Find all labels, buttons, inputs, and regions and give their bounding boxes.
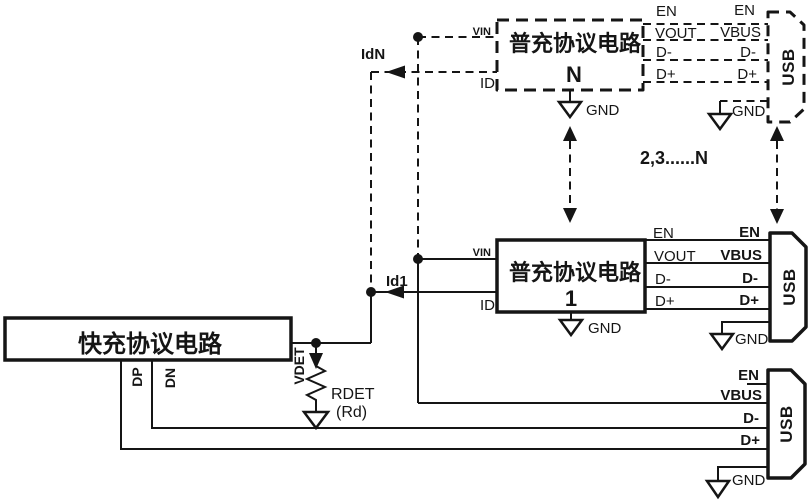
box-1-title: 普充协议电路: [509, 260, 642, 285]
current-label-id1: Id1: [386, 273, 408, 290]
rdet-name: RDET: [331, 386, 375, 403]
junction-dot-vin-1: [413, 254, 423, 264]
normal-charge-protocol-box-1: [495, 238, 647, 314]
pin-label-dminus-right-1: D-: [742, 270, 758, 287]
current-arrow-id1: [385, 285, 404, 299]
bottom-usb: USB EN VBUS D- D+ GND: [418, 367, 807, 500]
pin-label-vbus-1: VBUS: [720, 247, 762, 264]
ground-symbol-usb-bottom: [704, 479, 732, 500]
pin-label-dminus-left-n: D-: [656, 44, 672, 61]
fast-box-title: 快充协议电路: [78, 330, 223, 358]
pin-label-vbus-n: VBUS: [720, 24, 761, 41]
pin-label-vin-1: VIN: [473, 247, 491, 259]
node-label-vdet: VDET: [291, 347, 307, 385]
pin-label-vin-n: VIN: [473, 26, 491, 38]
gnd-wire-usb-1: [721, 321, 770, 334]
rdet-zigzag: [304, 365, 328, 412]
pin-label-en-right-n: EN: [734, 2, 755, 19]
gnd-label-box-n: GND: [586, 102, 620, 119]
repeat-arrow-left-down: [563, 208, 577, 223]
pin-label-id-1: ID: [480, 297, 495, 314]
repeat-note: 2,3......N: [640, 148, 708, 168]
box-n-title: 普充协议电路: [509, 31, 642, 56]
repeat-arrow-left-up: [563, 126, 577, 141]
normal-charge-instance-1: 普充协议电路 1 VIN ID Id1 EN VOUT D- D+ EN VBU…: [366, 224, 808, 352]
pin-label-en-left-n: EN: [656, 3, 677, 20]
repeat-indicator: 2,3......N: [563, 126, 784, 224]
pin-label-dminus-right-n: D-: [740, 44, 756, 61]
pin-label-en-right-1: EN: [739, 224, 760, 241]
pin-label-vout-n: VOUT: [655, 25, 697, 42]
fast-charge-protocol-box: [3, 316, 293, 362]
box-1-instance: 1: [565, 286, 577, 311]
pin-label-vout-1: VOUT: [654, 248, 696, 265]
ground-symbol-usb-n: [706, 112, 734, 132]
junction-dot-id-1: [366, 287, 376, 297]
normal-charge-instance-n: 普充协议电路 N VIN ID IdN EN VOUT D- D+ EN VBU…: [361, 2, 806, 132]
pin-label-dminus-bottom: D-: [743, 410, 759, 427]
pin-label-dn: DN: [162, 368, 178, 388]
usb-connector-bottom-label: USB: [777, 405, 796, 442]
pin-label-dminus-left-1: D-: [655, 271, 671, 288]
current-arrow-rdet: [309, 353, 323, 369]
wire-dp-to-dplus: [120, 361, 768, 450]
fast-charge-block: 快充协议电路 DP DN VDET RDET (Rd): [3, 316, 768, 450]
usb-connector-1: [768, 231, 808, 343]
pin-label-dplus-right-n: D+: [737, 66, 757, 83]
ground-symbol-box-n: [556, 100, 584, 120]
repeat-arrow-right-down: [770, 209, 784, 224]
rdet-value: (Rd): [336, 404, 367, 421]
pin-label-en-left-1: EN: [653, 225, 674, 242]
gnd-label-usb-bottom: GND: [732, 472, 766, 489]
pin-label-dplus-right-1: D+: [739, 292, 759, 309]
pin-label-dplus-left-n: D+: [656, 66, 676, 83]
pin-label-vbus-bottom: VBUS: [720, 387, 762, 404]
gnd-label-usb-n: GND: [732, 103, 766, 120]
current-label-idn: IdN: [361, 46, 385, 63]
ground-symbol-rdet: [301, 410, 331, 431]
rdet-resistor: [301, 343, 331, 431]
junction-dot-vin-n: [413, 32, 423, 42]
pin-label-id-n: ID: [480, 75, 495, 92]
box-n-instance: N: [566, 62, 582, 87]
wire-dn-to-dminus: [151, 361, 768, 429]
pin-label-dplus-left-1: D+: [655, 293, 675, 310]
current-arrow-idn: [386, 65, 405, 79]
gnd-wire-usb-bottom: [717, 466, 768, 481]
usb-connector-bottom: [766, 368, 807, 480]
gnd-label-box-1: GND: [588, 320, 622, 337]
usb-connector-1-label: USB: [780, 268, 799, 305]
pin-label-dplus-bottom: D+: [740, 432, 760, 449]
normal-charge-protocol-box-n: [495, 18, 645, 92]
ground-symbol-usb-1: [708, 332, 736, 352]
pin-label-en-bottom: EN: [738, 367, 759, 384]
repeat-arrow-right-up: [770, 126, 784, 141]
usb-connector-n-label: USB: [779, 48, 798, 85]
gnd-label-usb-1: GND: [735, 331, 769, 348]
bus-wires: [370, 37, 419, 403]
ground-symbol-box-1: [557, 318, 585, 338]
pin-label-dp: DP: [129, 367, 145, 386]
usb-connector-n: [766, 10, 806, 124]
